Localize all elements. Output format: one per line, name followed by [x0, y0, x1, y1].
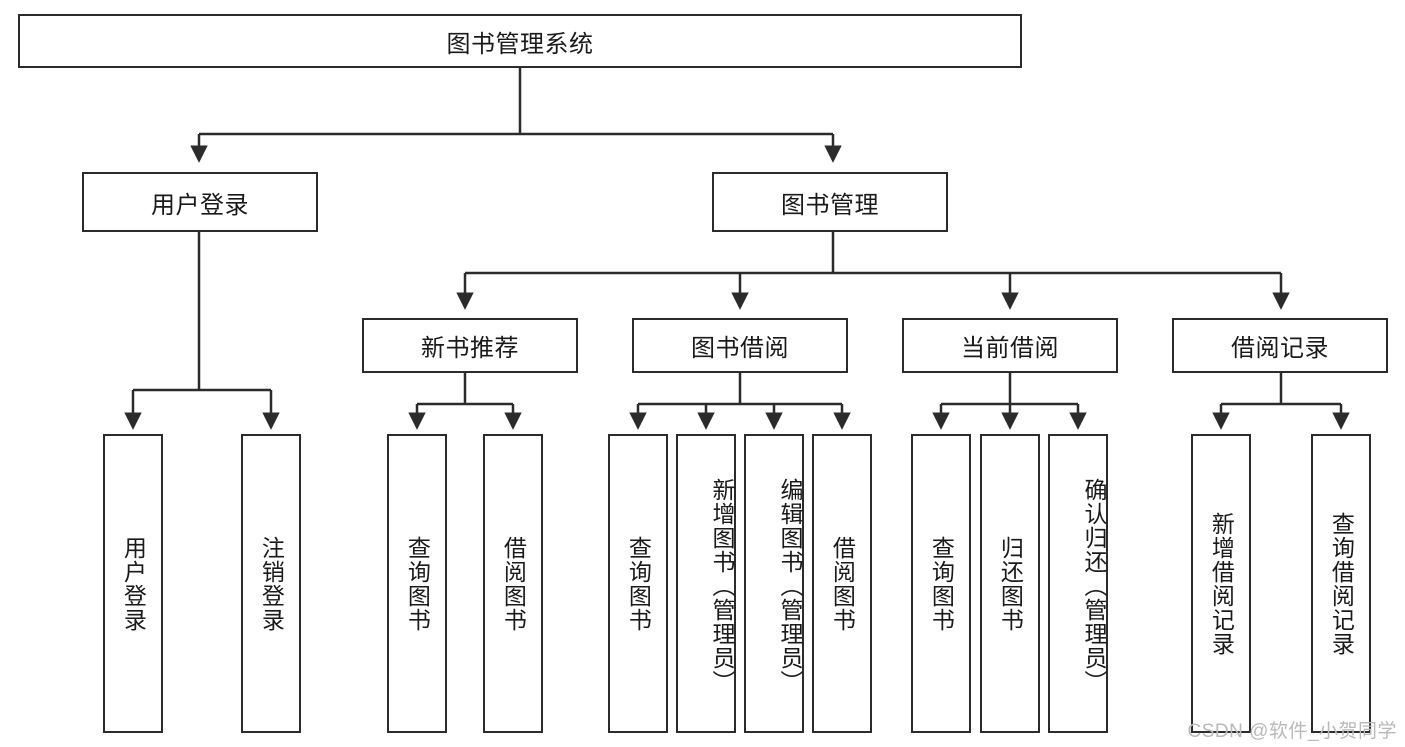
- node-root-system[interactable]: 图书管理系统: [18, 14, 1022, 68]
- leaf-add-book[interactable]: 新增图书（管理员）: [676, 434, 736, 733]
- node-book-borrow[interactable]: 图书借阅: [632, 318, 848, 373]
- leaf-query-book-current[interactable]: 查询图书: [911, 434, 971, 733]
- leaf-return-book[interactable]: 归还图书: [980, 434, 1040, 733]
- node-current-borrow[interactable]: 当前借阅: [902, 318, 1118, 373]
- leaf-logout-login[interactable]: 注销登录: [241, 434, 301, 733]
- leaf-user-login[interactable]: 用户登录: [103, 434, 163, 733]
- node-new-book-recommend[interactable]: 新书推荐: [362, 318, 578, 373]
- leaf-borrow-book-recommend[interactable]: 借阅图书: [483, 434, 543, 733]
- leaf-borrow-book-borrow[interactable]: 借阅图书: [812, 434, 872, 733]
- node-borrow-record[interactable]: 借阅记录: [1172, 318, 1388, 373]
- leaf-query-book-recommend[interactable]: 查询图书: [387, 434, 447, 733]
- node-book-management[interactable]: 图书管理: [712, 172, 948, 232]
- leaf-query-book-borrow[interactable]: 查询图书: [608, 434, 668, 733]
- leaf-query-borrow-record[interactable]: 查询借阅记录: [1311, 434, 1371, 733]
- leaf-edit-book[interactable]: 编辑图书（管理员）: [744, 434, 804, 733]
- node-user-login[interactable]: 用户登录: [82, 172, 318, 232]
- leaf-add-borrow-record[interactable]: 新增借阅记录: [1191, 434, 1251, 733]
- leaf-confirm-return[interactable]: 确认归还（管理员）: [1048, 434, 1108, 733]
- watermark-text: CSDN @软件_小贺同学: [1187, 721, 1397, 742]
